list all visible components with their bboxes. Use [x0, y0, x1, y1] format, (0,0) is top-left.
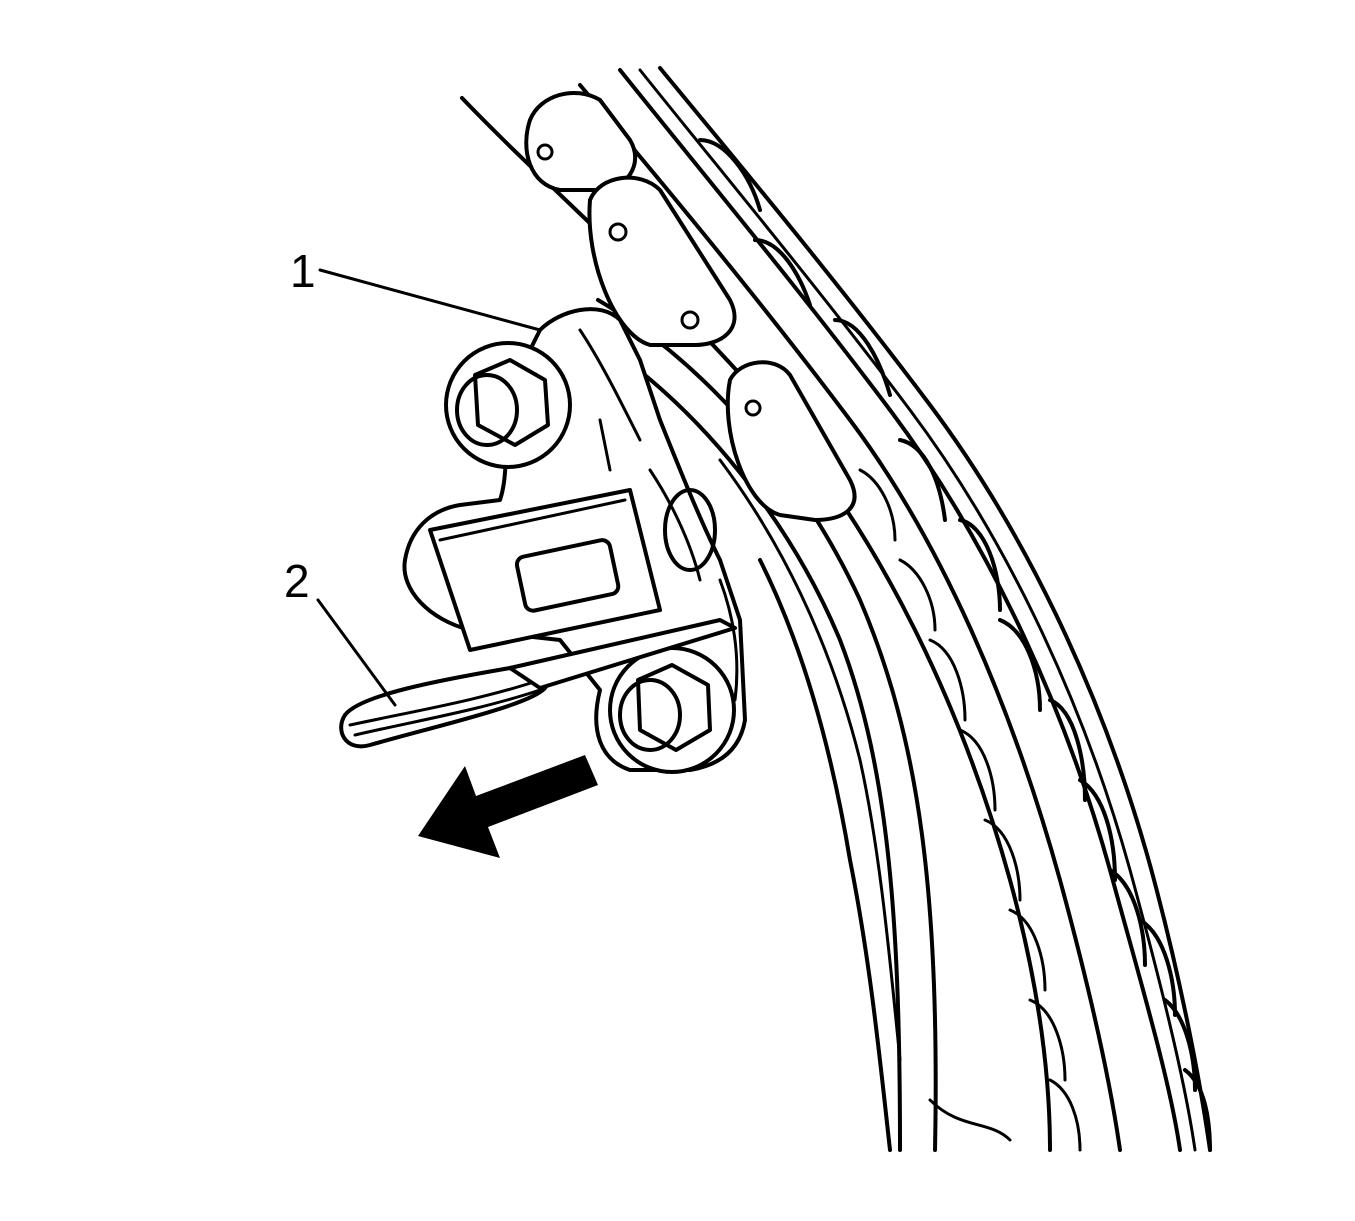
timing-chain	[460, 66, 1212, 1152]
upper-bolt	[444, 341, 572, 469]
tool-screwdriver	[339, 618, 737, 749]
tensioner-plunger-block	[428, 488, 662, 652]
callout-leaders	[316, 268, 542, 707]
callout-1-label: 1	[290, 245, 316, 297]
callout-1-leader	[318, 268, 542, 332]
lower-bolt	[608, 646, 736, 774]
chain-guide	[596, 298, 1012, 1152]
callout-2-leader	[316, 598, 397, 707]
direction-arrow	[418, 755, 598, 858]
callout-2-label: 2	[284, 555, 310, 607]
